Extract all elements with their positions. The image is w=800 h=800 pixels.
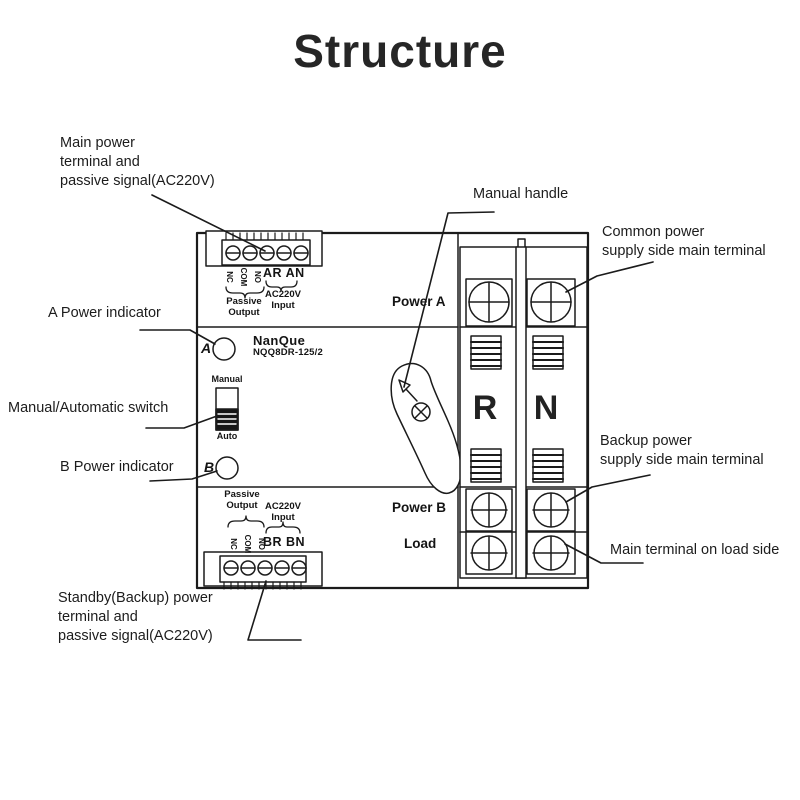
leader-manual-handle [403, 211, 495, 388]
indicator-letter-b: B [204, 459, 215, 475]
callout-common-power: Common power supply side main terminal [602, 224, 766, 260]
manual-handle-shape [390, 362, 462, 495]
device-body-outline [195, 231, 590, 590]
leader-a-indicator [139, 329, 216, 345]
switch-label-manual: Manual [211, 374, 243, 384]
bottom-terminal-no: NO [257, 538, 266, 550]
power-b-main-terminals [465, 488, 576, 532]
section-label-load: Load [404, 536, 437, 551]
vent-slots [469, 335, 565, 483]
leader-load-side [564, 543, 644, 564]
leader-b-indicator [149, 470, 218, 482]
indicator-letter-a: A [201, 340, 212, 356]
right-terminal-column [459, 238, 588, 579]
brace-ac-top [265, 280, 298, 292]
top-ac220v-input-label: AC220V Input [265, 289, 301, 311]
switch-label-auto: Auto [216, 431, 238, 441]
top-terminal-com: COM [239, 267, 248, 287]
top-ac-terminals: AR AN [263, 266, 305, 280]
leader-standby-power [247, 580, 302, 641]
bottom-terminal-com: COM [243, 534, 252, 554]
top-terminal-block [205, 230, 323, 299]
leader-manual-switch [145, 415, 218, 429]
handle-screw-icon [411, 402, 431, 422]
brand-name: NanQue [253, 333, 306, 348]
callout-load-side: Main terminal on load side [610, 542, 780, 558]
top-passive-output-label: Passive Output [226, 296, 262, 318]
power-indicator-leds [212, 337, 239, 480]
bottom-passive-output-label: Passive Output [224, 489, 260, 511]
section-label-power-a: Power A [392, 294, 446, 309]
callout-b-indicator: B Power indicator [60, 459, 174, 475]
load-main-terminals [465, 531, 576, 575]
callout-leader-lines [139, 194, 654, 641]
bottom-ac220v-input-label: AC220V Input [265, 501, 301, 523]
brace-ac-bottom [265, 521, 301, 534]
section-label-power-b: Power B [392, 500, 447, 515]
model-number: NQQ8DR-125/2 [253, 347, 323, 358]
callout-a-indicator: A Power indicator [48, 305, 161, 321]
brace-passive-bottom [227, 515, 265, 528]
b-indicator-led [215, 456, 239, 480]
bottom-terminal-nc: NC [229, 538, 238, 550]
power-a-main-terminals [465, 278, 576, 327]
top-terminal-no: NO [253, 271, 262, 283]
brace-passive-top [225, 286, 265, 299]
bottom-ac-terminals: BR BN [263, 535, 306, 549]
bottom-terminal-block [203, 515, 323, 590]
mode-switch-icon [215, 387, 239, 431]
a-indicator-led [212, 337, 236, 361]
callout-backup-power: Backup power supply side main terminal [600, 433, 764, 469]
screw-terminal-icon [223, 560, 307, 576]
page-title: Structure [293, 25, 507, 77]
callout-manual-switch: Manual/Automatic switch [8, 400, 169, 416]
callout-manual-handle: Manual handle [473, 186, 569, 202]
leader-backup-power [565, 474, 651, 503]
callout-standby-power: Standby(Backup) power terminal and passi… [58, 590, 213, 645]
leader-common-power [565, 261, 654, 293]
screw-terminal-icon [225, 245, 309, 261]
leader-main-power [151, 194, 266, 252]
top-terminal-nc: NC [225, 271, 234, 283]
phase-letter-r: R [472, 389, 498, 427]
callout-main-power: Main power terminal and passive signal(A… [60, 135, 215, 190]
phase-letter-n: N [533, 389, 559, 427]
